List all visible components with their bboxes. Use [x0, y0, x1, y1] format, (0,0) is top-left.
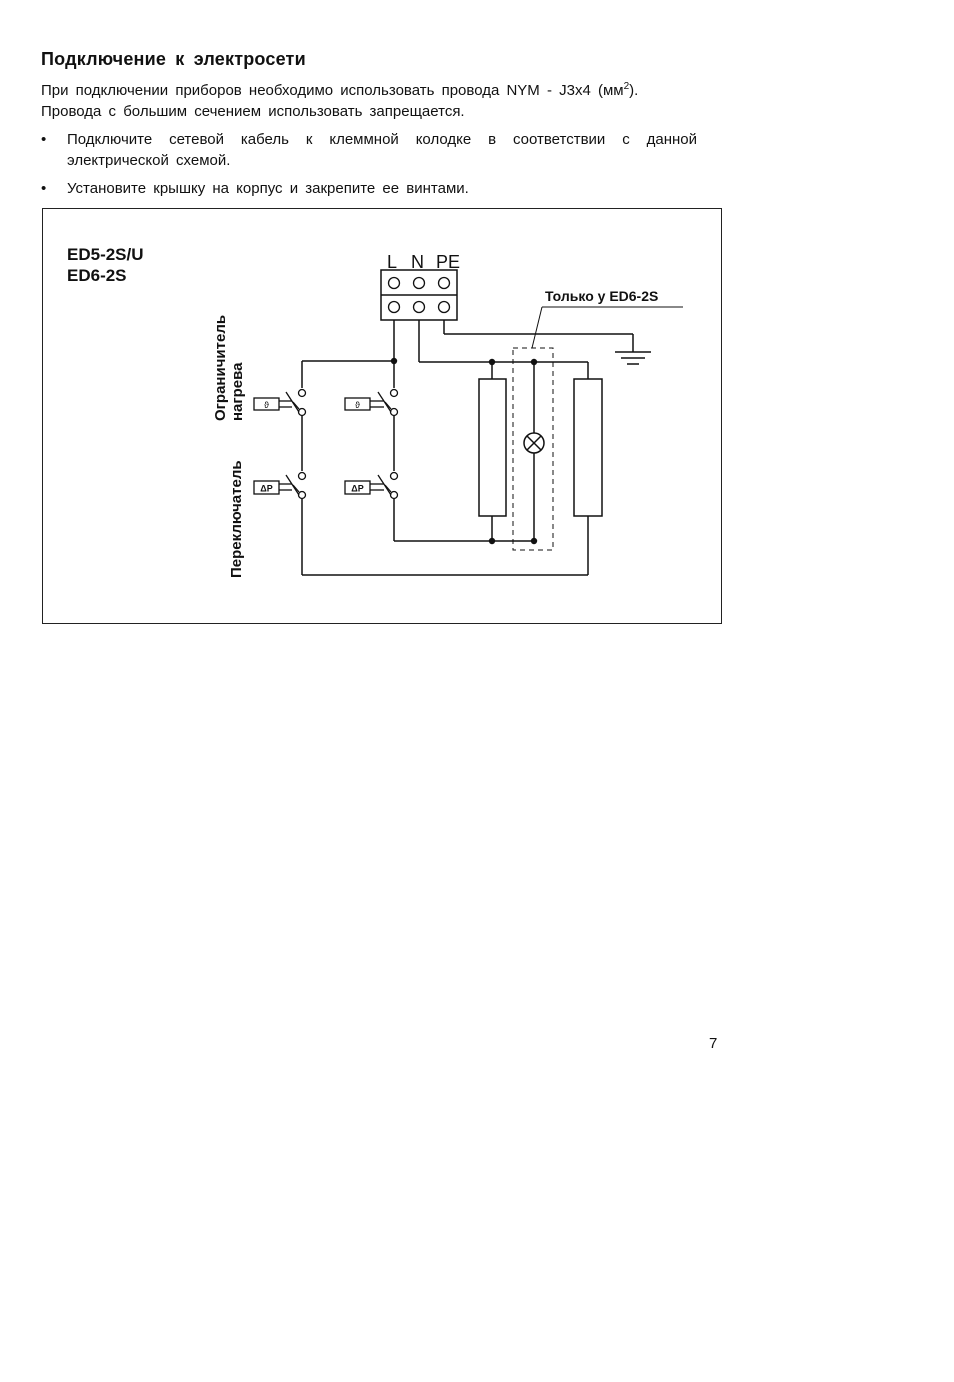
model-name-1: ED5-2S/U [67, 245, 144, 264]
bullet-marker: • [41, 180, 47, 197]
wiring-diagram-svg: ED5-2S/U ED6-2S Ограничитель нагрева Пер… [42, 208, 722, 624]
heating-element-left [478, 378, 507, 517]
terminal-label-L: L [387, 252, 397, 272]
terminal-block [380, 269, 458, 321]
wiring-diagram: ED5-2S/U ED6-2S Ограничитель нагрева Пер… [42, 208, 722, 624]
selector-switch-right [344, 471, 399, 500]
bullet-text: Подключите сетевой кабель к клеммной кол… [67, 131, 697, 169]
only-ed6-label: Только у ED6-2S [545, 288, 658, 304]
heating-element-right [573, 378, 603, 517]
intro-text: При подключении приборов необходимо испо… [41, 82, 624, 99]
selector-symbol-left: ΔP [260, 484, 272, 494]
wiring [301, 320, 634, 576]
limiter-symbol-right: ϑ [355, 400, 360, 410]
diagram-frame [42, 208, 722, 624]
limiter-label-line2: нагрева [229, 362, 246, 421]
limiter-symbol-left: ϑ [264, 400, 269, 410]
intro-superscript: 2 [623, 81, 630, 92]
optional-section-box [512, 347, 554, 551]
bullet-marker: • [41, 131, 47, 148]
limiter-switch-right [344, 388, 399, 417]
limiter-label-line1: Ограничитель [212, 315, 229, 421]
junction-dots [390, 357, 538, 545]
bullet-text: Установите крышку на корпус и закрепите … [67, 180, 469, 197]
page-number: 7 [709, 1035, 718, 1052]
section-title: Подключение к электросети [41, 49, 306, 69]
intro-text-end: ). [629, 82, 639, 99]
lamp-icon [523, 432, 545, 454]
switch-label: Переключатель [228, 460, 245, 578]
terminal-label-N: N [411, 252, 424, 272]
selector-symbol-right: ΔP [351, 484, 363, 494]
callout-leader [531, 306, 683, 349]
ground-icon [615, 351, 651, 365]
terminal-label-PE: PE [436, 252, 460, 272]
limiter-switch-left [253, 388, 307, 417]
bullet-item: • Установите крышку на корпус и закрепит… [41, 178, 701, 200]
selector-switch-left [253, 471, 307, 500]
model-name-2: ED6-2S [67, 266, 127, 285]
intro-paragraph: При подключении приборов необходимо испо… [41, 80, 719, 122]
bullet-item: • Подключите сетевой кабель к клеммной к… [41, 129, 701, 173]
intro-line-2: Провода с большим сечением использовать … [41, 103, 465, 120]
